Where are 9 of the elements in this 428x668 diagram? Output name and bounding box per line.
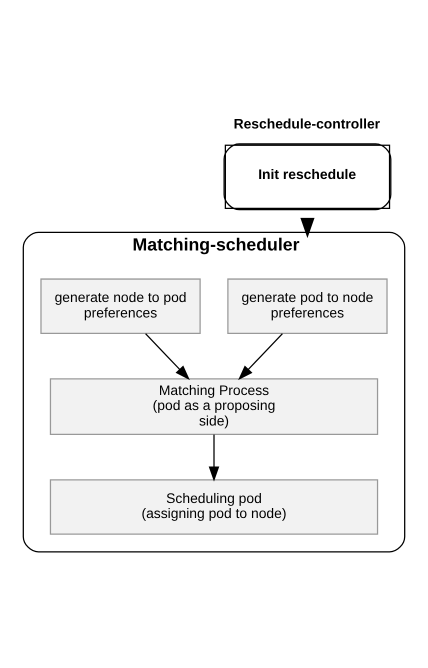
arrow bbox=[208, 434, 220, 482]
arrow bbox=[300, 218, 315, 238]
arrow bbox=[238, 333, 283, 380]
node-box: generate node to pod preferences bbox=[40, 278, 201, 334]
node-label: Reschedule-controller bbox=[234, 116, 380, 132]
node-box: Scheduling pod (assigning pod to node) bbox=[50, 479, 378, 535]
node-box: Matching Process (pod as a proposing side) bbox=[50, 378, 378, 436]
node-box: generate pod to node preferences bbox=[227, 278, 388, 334]
arrow bbox=[145, 333, 190, 380]
